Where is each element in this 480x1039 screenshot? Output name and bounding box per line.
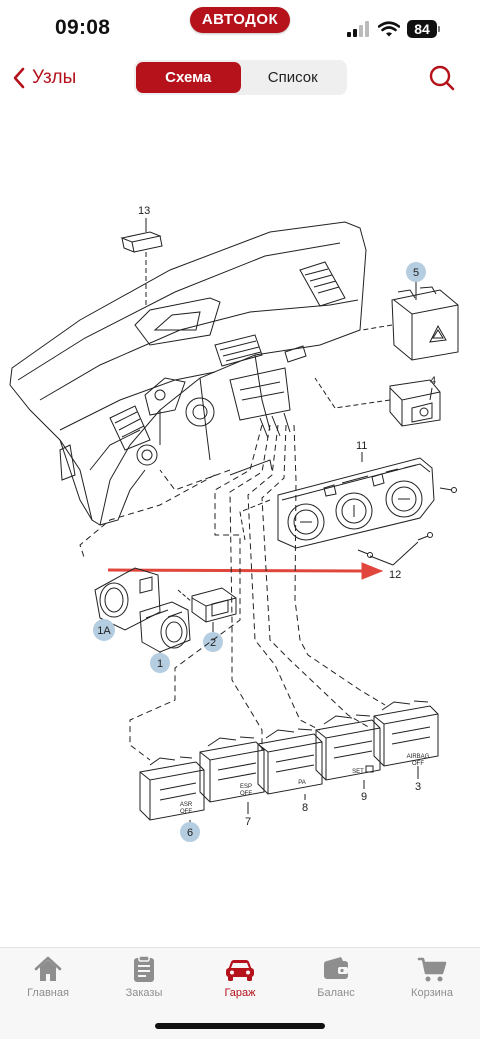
status-bar: 09:08 АВТОДОК 84 — [0, 0, 480, 56]
airbag-label: AIRBAG — [407, 754, 430, 760]
search-icon — [429, 65, 455, 91]
part-4-switch[interactable]: 4 — [314, 375, 441, 427]
asr-off-label: OFF — [180, 809, 192, 815]
tab-balance-label: Баланс — [317, 987, 355, 999]
brand-badge[interactable]: АВТОДОК — [190, 7, 290, 33]
part-13-sensor[interactable]: 13 — [120, 205, 163, 308]
tab-home-label: Главная — [27, 987, 69, 999]
callout-9: 9 — [361, 791, 367, 803]
tab-orders[interactable]: Заказы — [96, 954, 192, 1006]
signal-icon — [347, 21, 369, 37]
callout-12: 12 — [389, 569, 401, 581]
battery-icon: 84 — [407, 20, 440, 38]
part-5-hazard-switch[interactable]: 5 — [361, 262, 459, 361]
part-1a-ring[interactable]: 1A — [93, 567, 161, 641]
nav-bar: Узлы Схема Список — [0, 56, 480, 102]
callout-1a: 1A — [97, 625, 111, 637]
tab-garage-label: Гараж — [224, 987, 256, 999]
tab-balance[interactable]: Баланс — [288, 954, 384, 1006]
part-7-esp-switch[interactable]: ESP OFF 7 — [199, 736, 265, 828]
callout-6-highlight — [180, 822, 200, 842]
callout-1: 1 — [157, 658, 163, 670]
back-button[interactable]: Узлы — [12, 64, 76, 92]
battery-level: 84 — [407, 20, 437, 38]
tab-orders-label: Заказы — [125, 987, 163, 999]
callout-5-highlight — [406, 262, 426, 282]
callout-4: 4 — [430, 375, 436, 387]
callout-5: 5 — [413, 267, 419, 279]
view-switcher: Схема Список — [134, 60, 347, 95]
tab-list[interactable]: Список — [267, 69, 318, 86]
tab-home[interactable]: Главная — [0, 954, 96, 1006]
tab-cart-label: Корзина — [411, 987, 453, 999]
search-button[interactable] — [428, 64, 456, 92]
esp-off-label: OFF — [240, 791, 252, 797]
callout-1a-highlight — [93, 619, 115, 641]
callout-1-highlight — [150, 653, 170, 673]
part-2-switch[interactable]: 2 — [177, 587, 237, 652]
wiring-routes — [79, 424, 386, 761]
back-label: Узлы — [32, 67, 77, 88]
home-indicator — [155, 1023, 325, 1029]
part-11-climate-panel[interactable]: 11 — [239, 440, 457, 558]
callout-7: 7 — [245, 816, 251, 828]
part-8-pa-switch[interactable]: PA 8 — [257, 728, 323, 814]
part-9-set-switch[interactable]: SET 9 — [315, 714, 381, 803]
part-6-asr-switch[interactable]: ASR OFF 6 — [139, 756, 205, 842]
tab-scheme[interactable]: Схема — [136, 62, 241, 93]
wallet-icon — [324, 957, 348, 979]
callout-2-highlight — [203, 632, 223, 652]
part-12-screws-callout[interactable]: 12 — [369, 541, 419, 581]
callout-2: 2 — [210, 637, 216, 649]
callout-11: 11 — [356, 440, 367, 452]
annotation-arrow — [107, 562, 384, 580]
orders-icon — [134, 955, 154, 982]
asr-label: ASR — [180, 802, 193, 808]
tab-cart[interactable]: Корзина — [384, 954, 480, 1006]
set-label: SET — [352, 769, 364, 775]
parts-diagram[interactable]: 13 5 4 11 — [0, 102, 480, 947]
set-symbol-icon — [365, 765, 374, 773]
car-icon — [226, 960, 254, 981]
esp-label: ESP — [240, 784, 252, 790]
cart-icon — [417, 957, 447, 982]
status-time: 09:08 — [55, 16, 111, 39]
dashboard-outline — [9, 221, 367, 526]
status-icons: 84 — [347, 19, 440, 39]
tab-garage[interactable]: Гараж — [192, 954, 288, 1006]
chevron-left-icon — [13, 67, 25, 89]
callout-8: 8 — [302, 802, 308, 814]
part-3-airbag-switch[interactable]: AIRBAG OFF 3 — [373, 700, 439, 793]
callout-13: 13 — [138, 205, 150, 217]
callout-6: 6 — [187, 827, 193, 839]
airbag-off-label: OFF — [412, 761, 424, 767]
callout-3: 3 — [415, 781, 421, 793]
home-icon — [34, 956, 62, 981]
wifi-icon — [378, 21, 400, 37]
pa-label: PA — [298, 780, 306, 786]
part-1-light-switch[interactable]: 1 — [139, 601, 191, 673]
